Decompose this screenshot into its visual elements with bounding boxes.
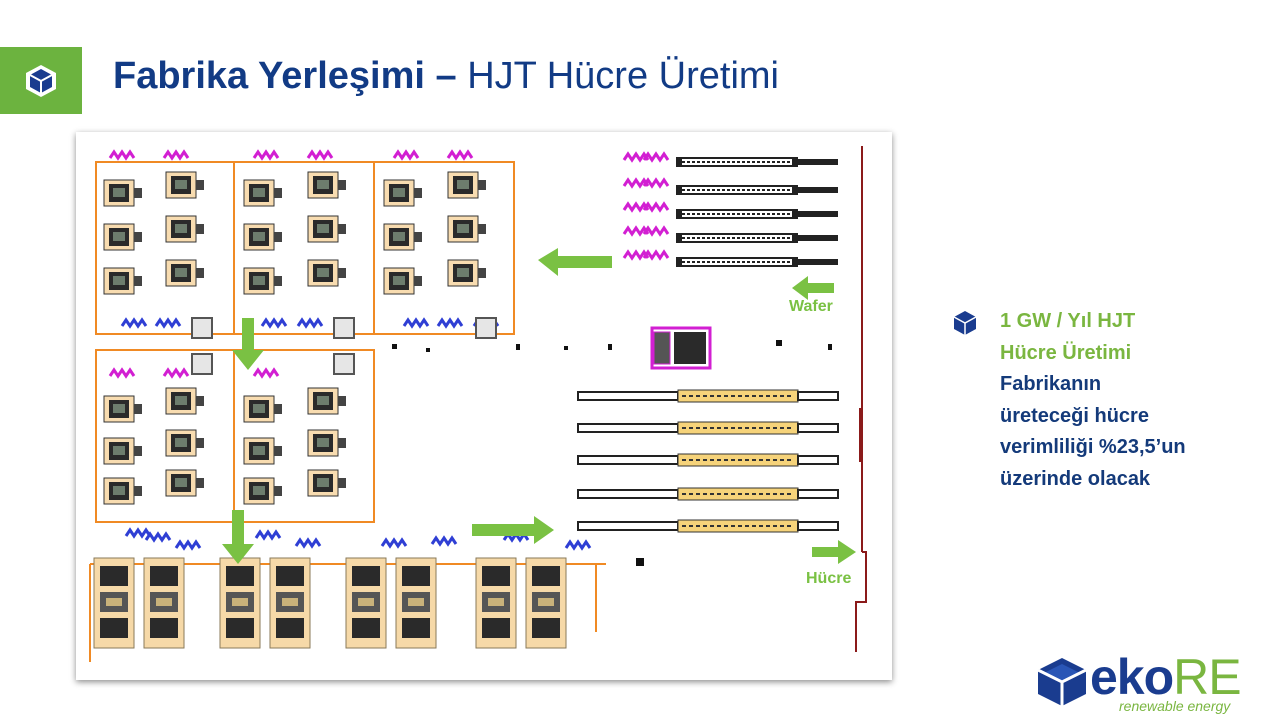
hjt-machine-blocks-mid: [103, 387, 347, 505]
layout-svg: [89, 146, 867, 662]
cube-icon: [953, 311, 977, 335]
arrow-down-icon: [222, 510, 254, 564]
info-line-5: verimliliği %23,5’un: [1000, 436, 1186, 458]
logo-brand-a: eko: [1090, 649, 1174, 705]
building-boundary: [855, 146, 867, 652]
title-rest: HJT Hücre Üretimi: [467, 55, 779, 97]
arrow-right-icon: [472, 516, 554, 544]
wafer-label: Wafer: [789, 298, 833, 315]
arrow-right-icon: [812, 540, 856, 564]
info-text: 1 GW / Yıl HJT Hücre Üretimi Fabrikanın …: [1000, 306, 1260, 495]
flow-arrows: [222, 248, 856, 564]
section-badge: [0, 47, 82, 114]
factory-layout-drawing: Wafer Hücre: [76, 132, 892, 680]
cell-lines: [577, 389, 839, 533]
hjt-machine-blocks-top: [103, 171, 487, 295]
arrow-down-icon: [232, 318, 264, 370]
cube-icon: [26, 64, 56, 97]
cell-label: Hücre: [806, 570, 852, 587]
ekore-logo: ekoRE renewable energy: [1034, 649, 1268, 716]
info-line-4: üreteceği hücre: [1000, 404, 1149, 427]
floor-markers: [392, 340, 832, 566]
logo-wordmark: ekoRE: [1090, 647, 1242, 707]
info-line-2: Hücre Üretimi: [1000, 341, 1132, 364]
logo-mark-icon: [1037, 658, 1087, 706]
wafer-lines: [675, 156, 839, 268]
arrow-left-icon: [792, 276, 834, 300]
logo-brand-b: RE: [1173, 649, 1241, 705]
title-bold: Fabrika Yerleşimi –: [113, 55, 457, 97]
arrow-left-icon: [538, 248, 612, 276]
transfer-stations: [191, 317, 497, 375]
page-title: Fabrika Yerleşimi – HJT Hücre Üretimi: [113, 52, 779, 100]
hjt-machine-blocks-bottom: [93, 557, 567, 649]
logo-tagline: renewable energy: [1119, 698, 1231, 714]
info-line-3: Fabrikanın: [1000, 373, 1102, 395]
central-equipment: [650, 326, 712, 370]
info-line-6: üzerinde olacak: [1000, 467, 1151, 490]
info-line-1: 1 GW / Yıl HJT: [1000, 310, 1136, 332]
